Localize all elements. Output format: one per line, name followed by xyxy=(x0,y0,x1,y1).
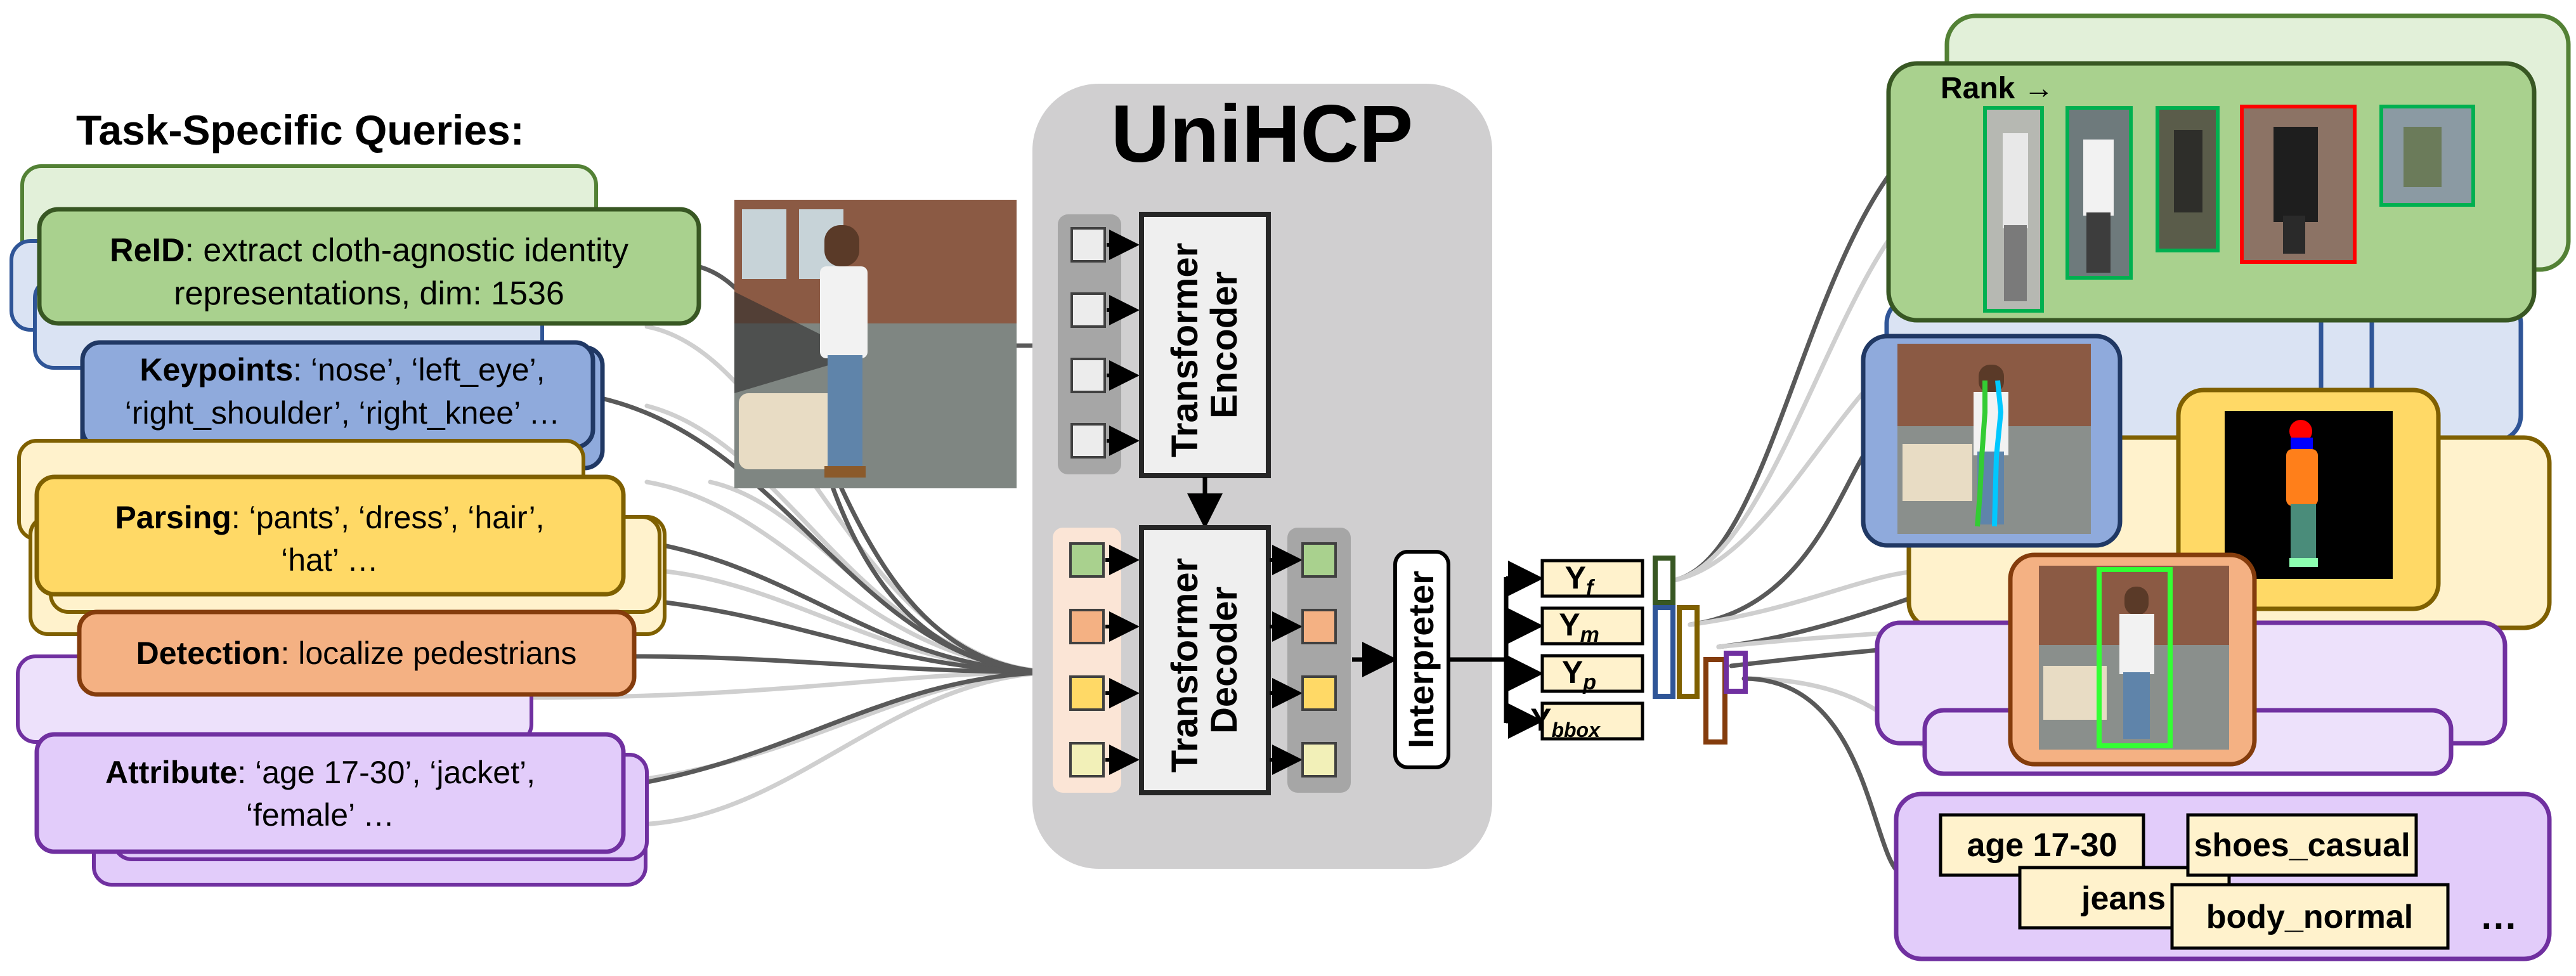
ybbox-base: Y xyxy=(1530,702,1551,738)
decoder-label-line2: Decoder xyxy=(1204,587,1245,734)
reid-query-text-1: : extract cloth-agnostic identity xyxy=(185,232,628,269)
query-connection-curves xyxy=(524,264,1055,827)
yp-base: Y xyxy=(1562,654,1583,690)
output-label-ybbox: Ybbox xyxy=(1530,701,1644,741)
input-photo xyxy=(734,200,1017,488)
yf-sub: f xyxy=(1586,576,1596,600)
interpreter-label: Interpreter xyxy=(1401,571,1441,748)
svg-text:Yp: Yp xyxy=(1562,654,1596,694)
keypoints-query-text-1: : ‘nose’, ‘left_eye’, xyxy=(293,352,545,387)
ym-sub: m xyxy=(1580,623,1599,647)
reid-query-text-2: representations, dim: 1536 xyxy=(174,275,564,312)
detection-result-panel xyxy=(2008,552,2257,767)
rank-thumb-5 xyxy=(2379,105,2475,207)
svg-text:Attribute: ‘age 17-30’, ‘jack: Attribute: ‘age 17-30’, ‘jacket’, xyxy=(105,755,535,790)
decoder-query-token-column xyxy=(1053,528,1121,793)
decoder-output-arrows xyxy=(1270,545,1303,775)
reid-result-panel: Rank → xyxy=(1886,13,2571,323)
rank-thumb-3 xyxy=(2156,106,2220,252)
rank-thumb-1 xyxy=(1983,106,2044,313)
attribute-ellipsis: … xyxy=(2480,895,2518,937)
svg-text:Ym: Ym xyxy=(1559,607,1599,647)
encoder-token-column xyxy=(1058,214,1121,474)
encoder-label-line2: Encoder xyxy=(1204,271,1245,419)
svg-text:Ybbox: Ybbox xyxy=(1530,702,1601,741)
detection-query-label: Detection xyxy=(136,635,281,671)
keypoints-result-panel xyxy=(1861,334,2123,548)
attribute-tag-jeans: jeans xyxy=(2081,880,2166,917)
output-label-ym: Ym xyxy=(1540,606,1644,647)
query-card-parsing: Parsing: ‘pants’, ‘dress’, ‘hair’, ‘hat’… xyxy=(17,439,667,636)
keypoints-query-text-2: ‘right_shoulder’, ‘right_knee’ … xyxy=(125,395,560,431)
parsing-query-text-2: ‘hat’ … xyxy=(281,542,379,578)
query-card-reid: ReID: extract cloth-agnostic identity re… xyxy=(10,164,701,370)
yf-base: Y xyxy=(1565,560,1586,595)
attribute-tag-shoes: shoes_casual xyxy=(2194,827,2410,864)
rank-thumb-2 xyxy=(2065,106,2133,280)
output-label-yp: Yp xyxy=(1540,654,1644,694)
query-card-attribute: Attribute: ‘age 17-30’, ‘jacket’, ‘femal… xyxy=(34,732,649,887)
query-card-keypoints: Keypoints: ‘nose’, ‘left_eye’, ‘right_sh… xyxy=(80,340,605,471)
keypoints-query-label: Keypoints xyxy=(140,352,293,387)
attribute-tags-panel: age 17-30 jeans shoes_casual body_normal… xyxy=(1894,791,2552,961)
attribute-tag-age: age 17-30 xyxy=(1967,827,2117,864)
decoder-input-arrows xyxy=(1105,545,1140,775)
svg-text:Parsing: ‘pants’, ‘dress’, ‘ha: Parsing: ‘pants’, ‘dress’, ‘hair’, xyxy=(115,500,544,535)
transformer-encoder-box xyxy=(1139,212,1271,478)
decoder-output-token-column xyxy=(1287,528,1351,793)
parsing-query-text-1: : ‘pants’, ‘dress’, ‘hair’, xyxy=(231,500,545,535)
yp-sub: p xyxy=(1582,670,1596,694)
interpreter-box xyxy=(1393,550,1450,769)
unihcp-title: UniHCP xyxy=(1111,89,1413,179)
svg-text:ReID: extract cloth-agnostic i: ReID: extract cloth-agnostic identity xyxy=(110,232,628,269)
ym-base: Y xyxy=(1559,607,1580,642)
decoder-output-tokens xyxy=(1301,542,1337,778)
output-heads xyxy=(1653,556,1748,745)
reid-query-label: ReID xyxy=(110,232,185,269)
rank-thumb-4 xyxy=(2240,105,2357,264)
parsing-query-label: Parsing xyxy=(115,500,231,535)
attribute-query-text-1: : ‘age 17-30’, ‘jacket’, xyxy=(237,755,535,790)
attribute-tag-body: body_normal xyxy=(2206,899,2414,935)
rank-label: Rank → xyxy=(1941,72,2054,105)
queries-heading: Task-Specific Queries: xyxy=(76,107,524,153)
transformer-decoder-label: Transformer Decoder xyxy=(1164,548,1245,773)
transformer-encoder-label: Transformer Encoder xyxy=(1164,233,1245,458)
decoder-label-line1: Transformer xyxy=(1164,558,1206,772)
ybbox-sub: bbox xyxy=(1551,719,1601,741)
svg-text:Detection: localize pedestrian: Detection: localize pedestrians xyxy=(136,635,577,671)
encoder-input-arrows xyxy=(1107,230,1140,456)
svg-text:Keypoints: ‘nose’, ‘left_eye’,: Keypoints: ‘nose’, ‘left_eye’, xyxy=(140,352,545,387)
svg-text:Yf: Yf xyxy=(1565,560,1596,600)
output-label-yf: Yf xyxy=(1540,559,1644,600)
encoder-input-tokens xyxy=(1070,227,1106,459)
query-card-detection: Detection: localize pedestrians xyxy=(16,609,637,744)
encoder-label-line1: Transformer xyxy=(1164,243,1206,457)
attribute-query-text-2: ‘female’ … xyxy=(246,797,394,833)
attribute-query-label: Attribute xyxy=(105,755,237,790)
detection-query-text-1: : localize pedestrians xyxy=(280,635,576,671)
interpreter-output-arrows xyxy=(1450,561,1544,739)
decoder-input-tokens xyxy=(1069,542,1105,778)
transformer-decoder-box xyxy=(1139,525,1271,795)
